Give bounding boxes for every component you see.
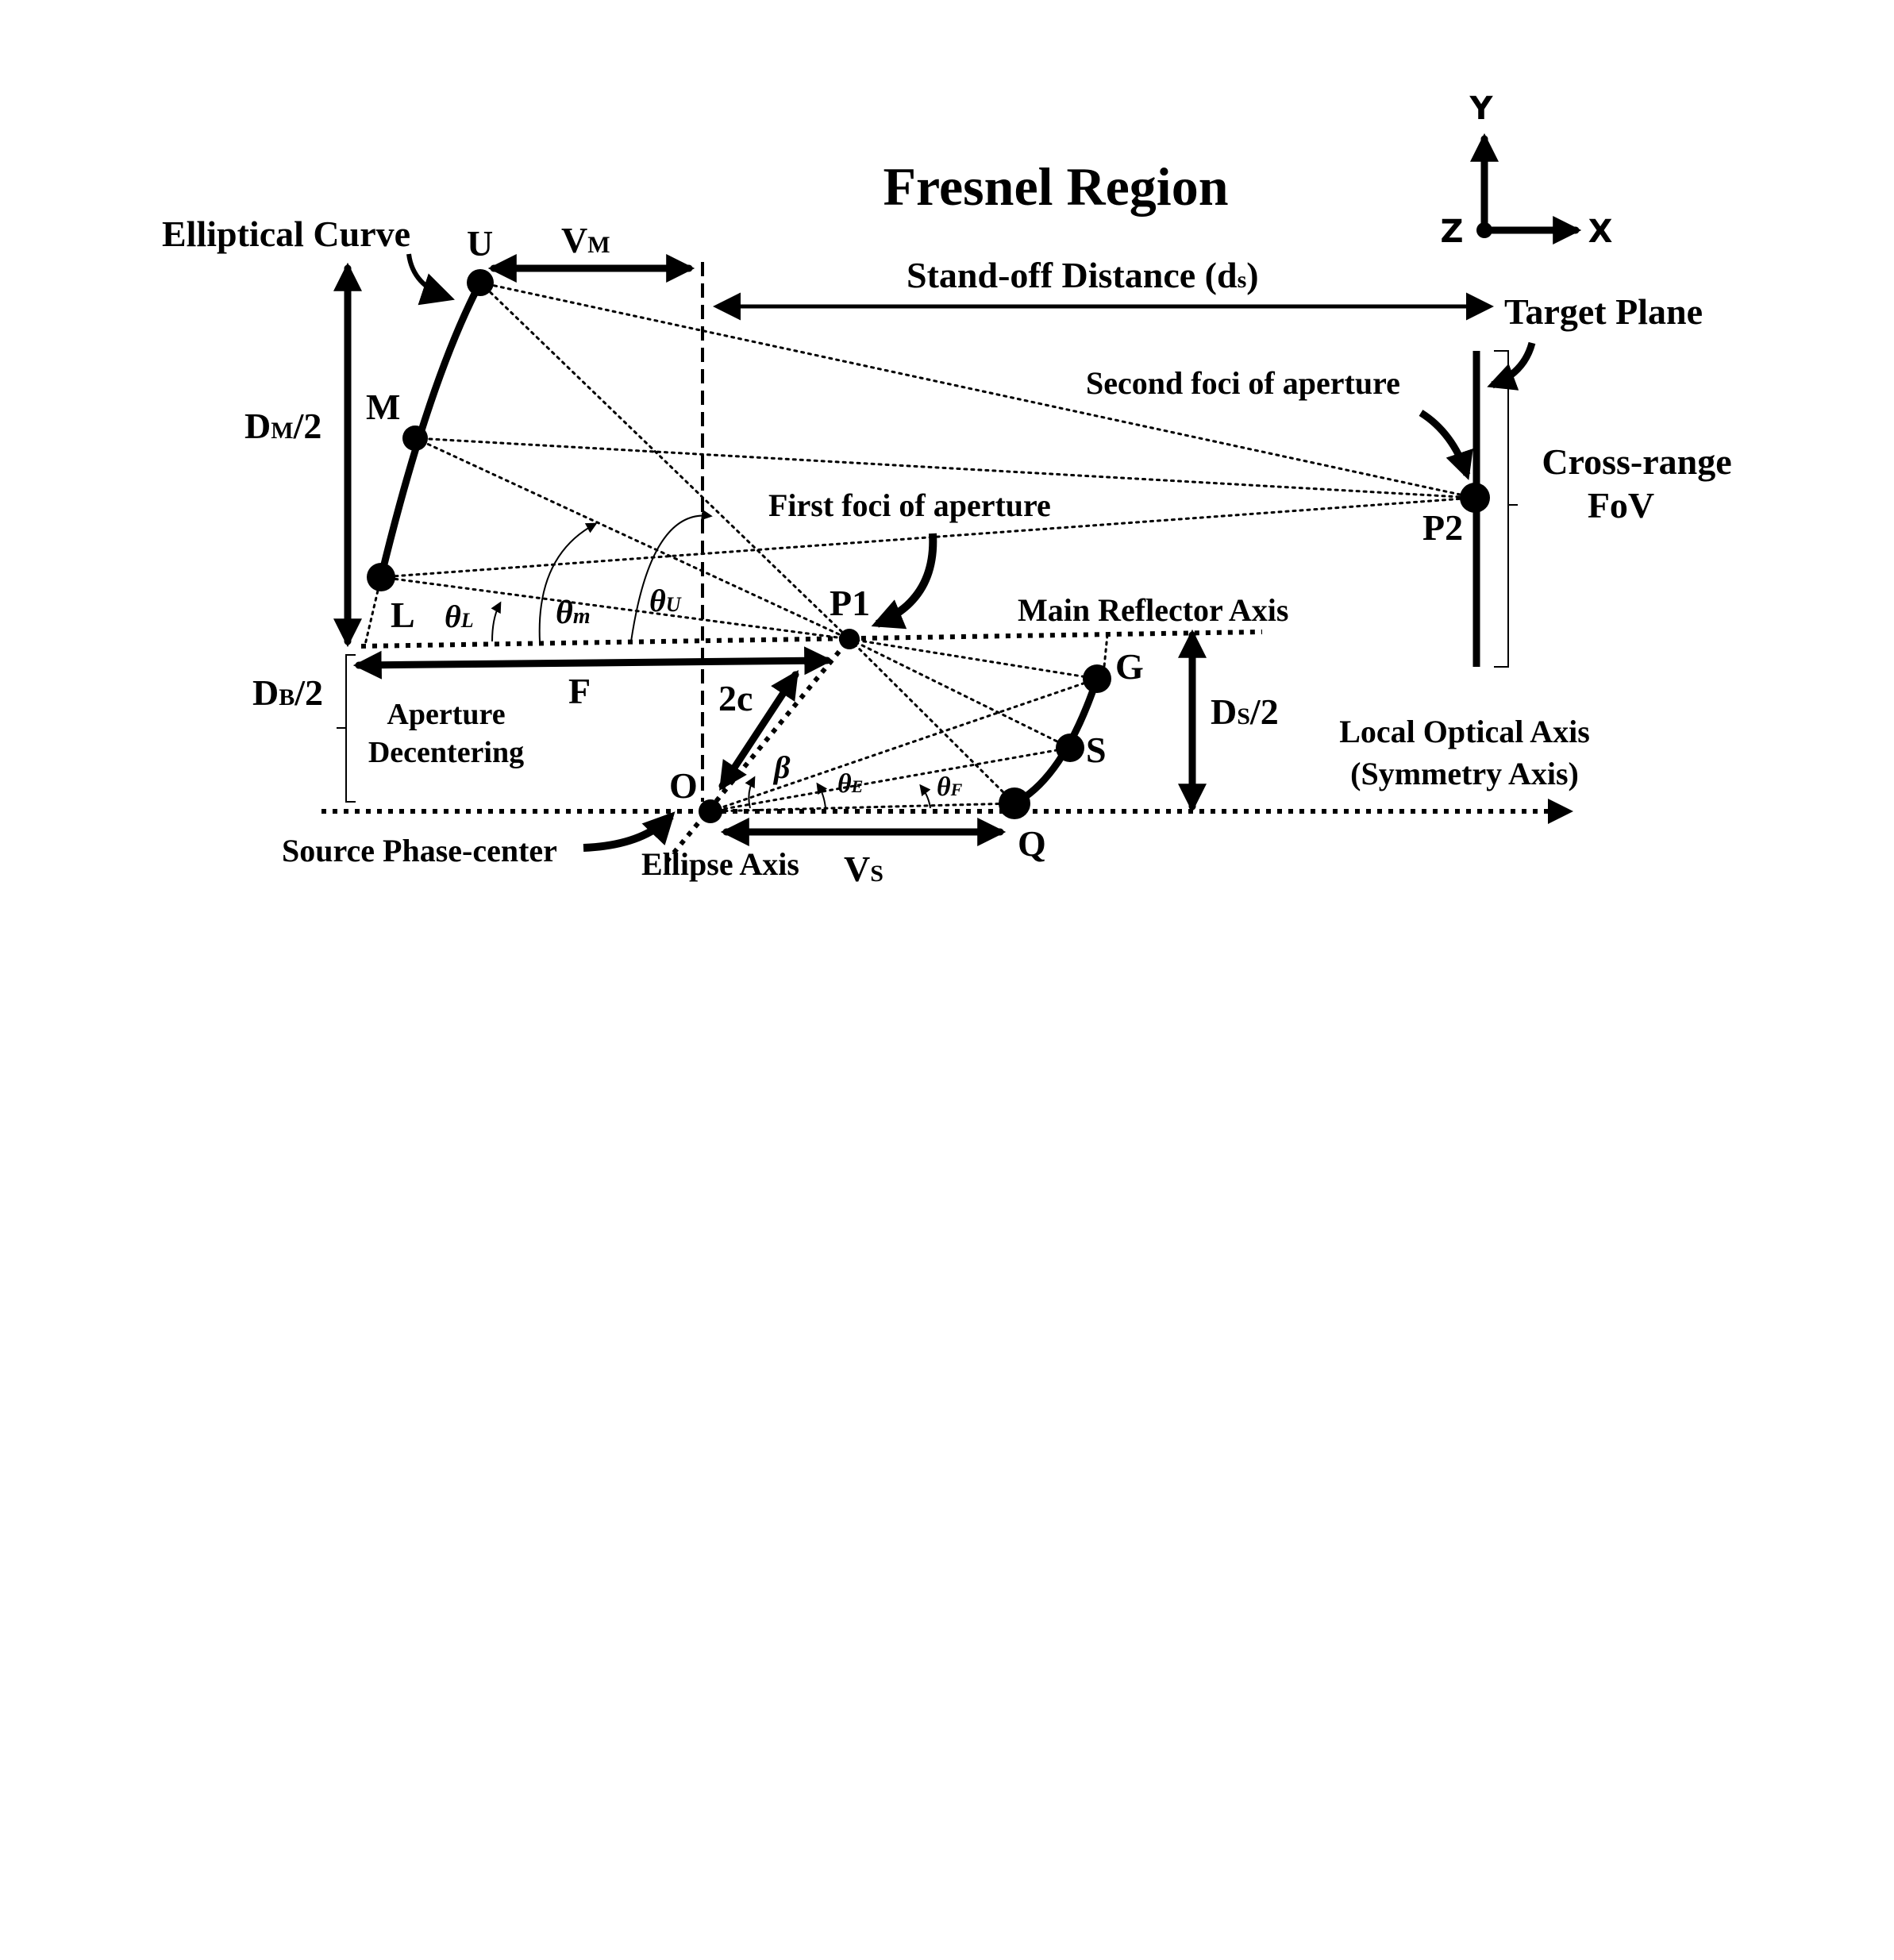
theta-u-arc [630,509,713,642]
second-foci-pointer-arrow [1419,410,1473,480]
beta-arc [745,776,756,809]
point-s-label: S [1086,730,1107,770]
theta-l-label: θL [445,599,474,634]
point-o-label: O [669,765,698,806]
axis-z-label: Z [1440,214,1463,250]
second-foci-label: Second foci of aperture [1086,365,1400,401]
axis-x-label: X [1588,214,1613,250]
point-m-label: M [366,387,400,427]
theta-u-label: θU [649,583,682,618]
source-phase-center-label: Source Phase-center [282,833,557,868]
cross-range-label: Cross-range [1542,441,1731,482]
point-p1-marker [839,629,860,649]
diagram-title: Fresnel Region [883,156,1228,217]
dm-label: DM/2 [244,406,321,446]
point-s-marker [1056,734,1084,762]
theta-f-arc [919,784,931,809]
theta-l-arc [491,601,502,642]
f-dimension-arrow [352,646,833,680]
standoff-distance-label: Stand-off Distance (ds) [907,255,1259,295]
local-optical-axis-label: Local Optical Axis [1339,714,1590,749]
point-l-label: L [391,595,415,635]
point-p1-label: P1 [830,583,870,623]
two-c-dimension-arrow [718,669,799,791]
two-c-label: 2c [718,678,753,718]
elliptical-curve-pointer-arrow [406,253,455,306]
point-u-marker [467,269,494,296]
point-m-marker [402,426,428,451]
symmetry-axis-label: (Symmetry Axis) [1350,756,1579,791]
cross-range-fov-bracket [1494,350,1518,668]
main-reflector-axis-line [360,630,1263,649]
beta-label: β [772,749,791,785]
elliptical-curve-label: Elliptical Curve [162,214,410,254]
fov-label: FoV [1588,485,1654,526]
vs-label: VS [844,849,883,889]
point-l-marker [367,563,395,591]
point-q-label: Q [1018,823,1046,864]
point-p2-label: P2 [1422,507,1463,548]
theta-m-label: θm [556,595,591,631]
first-foci-pointer-arrow [871,533,937,630]
theta-m-arc [538,522,598,642]
db-bracket [337,654,356,803]
db-label: DB/2 [252,672,323,713]
point-g-label: G [1115,646,1144,687]
f-label: F [568,671,591,711]
aperture-label: Aperture [387,698,505,731]
target-plane-label: Target Plane [1504,291,1703,332]
theta-f-label: θF [937,772,963,802]
theta-e-label: θE [837,769,863,799]
ds-label: DS/2 [1211,691,1279,732]
point-u-label: U [467,223,493,264]
main-reflector-rays [364,281,1476,813]
point-o-marker [699,799,722,823]
ellipse-axis-line [664,637,852,863]
source-phase-center-pointer-arrow [583,811,676,852]
main-reflector-axis-label: Main Reflector Axis [1018,592,1288,628]
ellipse-axis-label: Ellipse Axis [641,846,799,882]
target-plane-pointer-arrow [1487,341,1536,391]
decentering-label: Decentering [368,736,524,769]
coordinate-axes-icon: Y X Z [1440,90,1612,250]
axis-y-label: Y [1469,90,1494,127]
first-foci-label: First foci of aperture [768,487,1051,523]
theta-e-arc [816,782,828,809]
point-q-marker [999,787,1030,819]
point-g-marker [1083,664,1111,693]
local-optical-axis-arrow [1548,799,1573,824]
main-reflector-curve [377,279,484,581]
vm-label: VM [561,220,610,260]
